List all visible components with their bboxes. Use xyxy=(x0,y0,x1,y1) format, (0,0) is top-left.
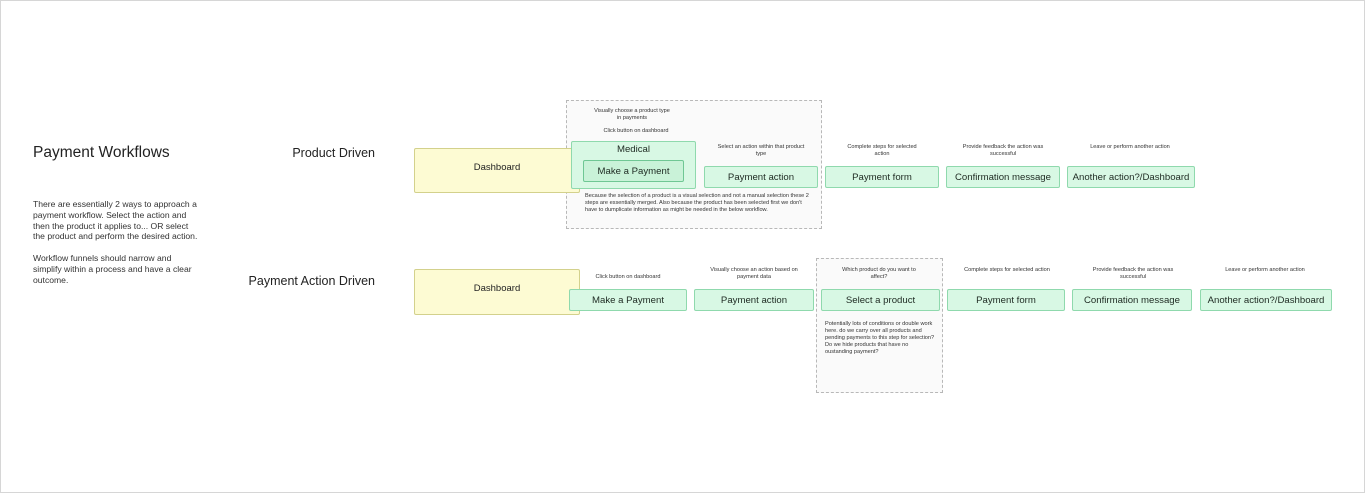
select-product-group xyxy=(816,258,943,393)
note-click-dashboard-2: Click button on dashboard xyxy=(595,274,661,280)
another-action-step[interactable]: Another action?/Dashboard xyxy=(1067,166,1195,188)
medical-label: Medical xyxy=(616,144,651,155)
payment-action-step-2[interactable]: Payment action xyxy=(694,289,814,311)
description-paragraph-2: Workflow funnels should narrow and simpl… xyxy=(33,252,192,285)
note-leave-or-perform: Leave or perform another action xyxy=(1090,144,1170,150)
description-paragraph-1: There are essentially 2 ways to approach… xyxy=(33,199,198,242)
note-choose-product: Visually choose a product type in paymen… xyxy=(594,108,670,121)
note-provide-feedback: Provide feedback the action was successf… xyxy=(962,144,1044,157)
select-product-step[interactable]: Select a product xyxy=(821,289,940,311)
dashboard-box-2[interactable]: Dashboard xyxy=(414,269,580,315)
row-label-product-driven: Product Driven xyxy=(292,146,375,160)
confirmation-message-step-2[interactable]: Confirmation message xyxy=(1072,289,1192,311)
note-potential-conditions: Potentially lots of conditions or double… xyxy=(825,321,935,355)
note-complete-steps-2: Complete steps for selected action xyxy=(964,267,1050,273)
confirmation-message-step[interactable]: Confirmation message xyxy=(946,166,1060,188)
make-payment-step[interactable]: Make a Payment xyxy=(583,160,684,182)
note-provide-feedback-2: Provide feedback the action was successf… xyxy=(1092,267,1174,280)
payment-action-step[interactable]: Payment action xyxy=(704,166,818,188)
note-choose-action: Visually choose an action based on payme… xyxy=(710,267,798,280)
payment-form-step-2[interactable]: Payment form xyxy=(947,289,1065,311)
row-label-payment-action-driven: Payment Action Driven xyxy=(248,274,375,288)
note-leave-or-perform-2: Leave or perform another action xyxy=(1225,267,1305,273)
note-select-action: Select an action within that product typ… xyxy=(717,144,805,157)
note-click-dashboard: Click button on dashboard xyxy=(603,128,669,134)
note-which-product: Which product do you want to affect? xyxy=(842,267,916,280)
note-merged-steps: Because the selection of a product is a … xyxy=(585,193,809,213)
page-title: Payment Workflows xyxy=(33,144,170,161)
payment-form-step[interactable]: Payment form xyxy=(825,166,939,188)
dashboard-box[interactable]: Dashboard xyxy=(414,148,580,193)
make-payment-step-2[interactable]: Make a Payment xyxy=(569,289,687,311)
another-action-step-2[interactable]: Another action?/Dashboard xyxy=(1200,289,1332,311)
page-description: There are essentially 2 ways to approach… xyxy=(33,199,198,296)
note-complete-steps: Complete steps for selected action xyxy=(847,144,917,157)
